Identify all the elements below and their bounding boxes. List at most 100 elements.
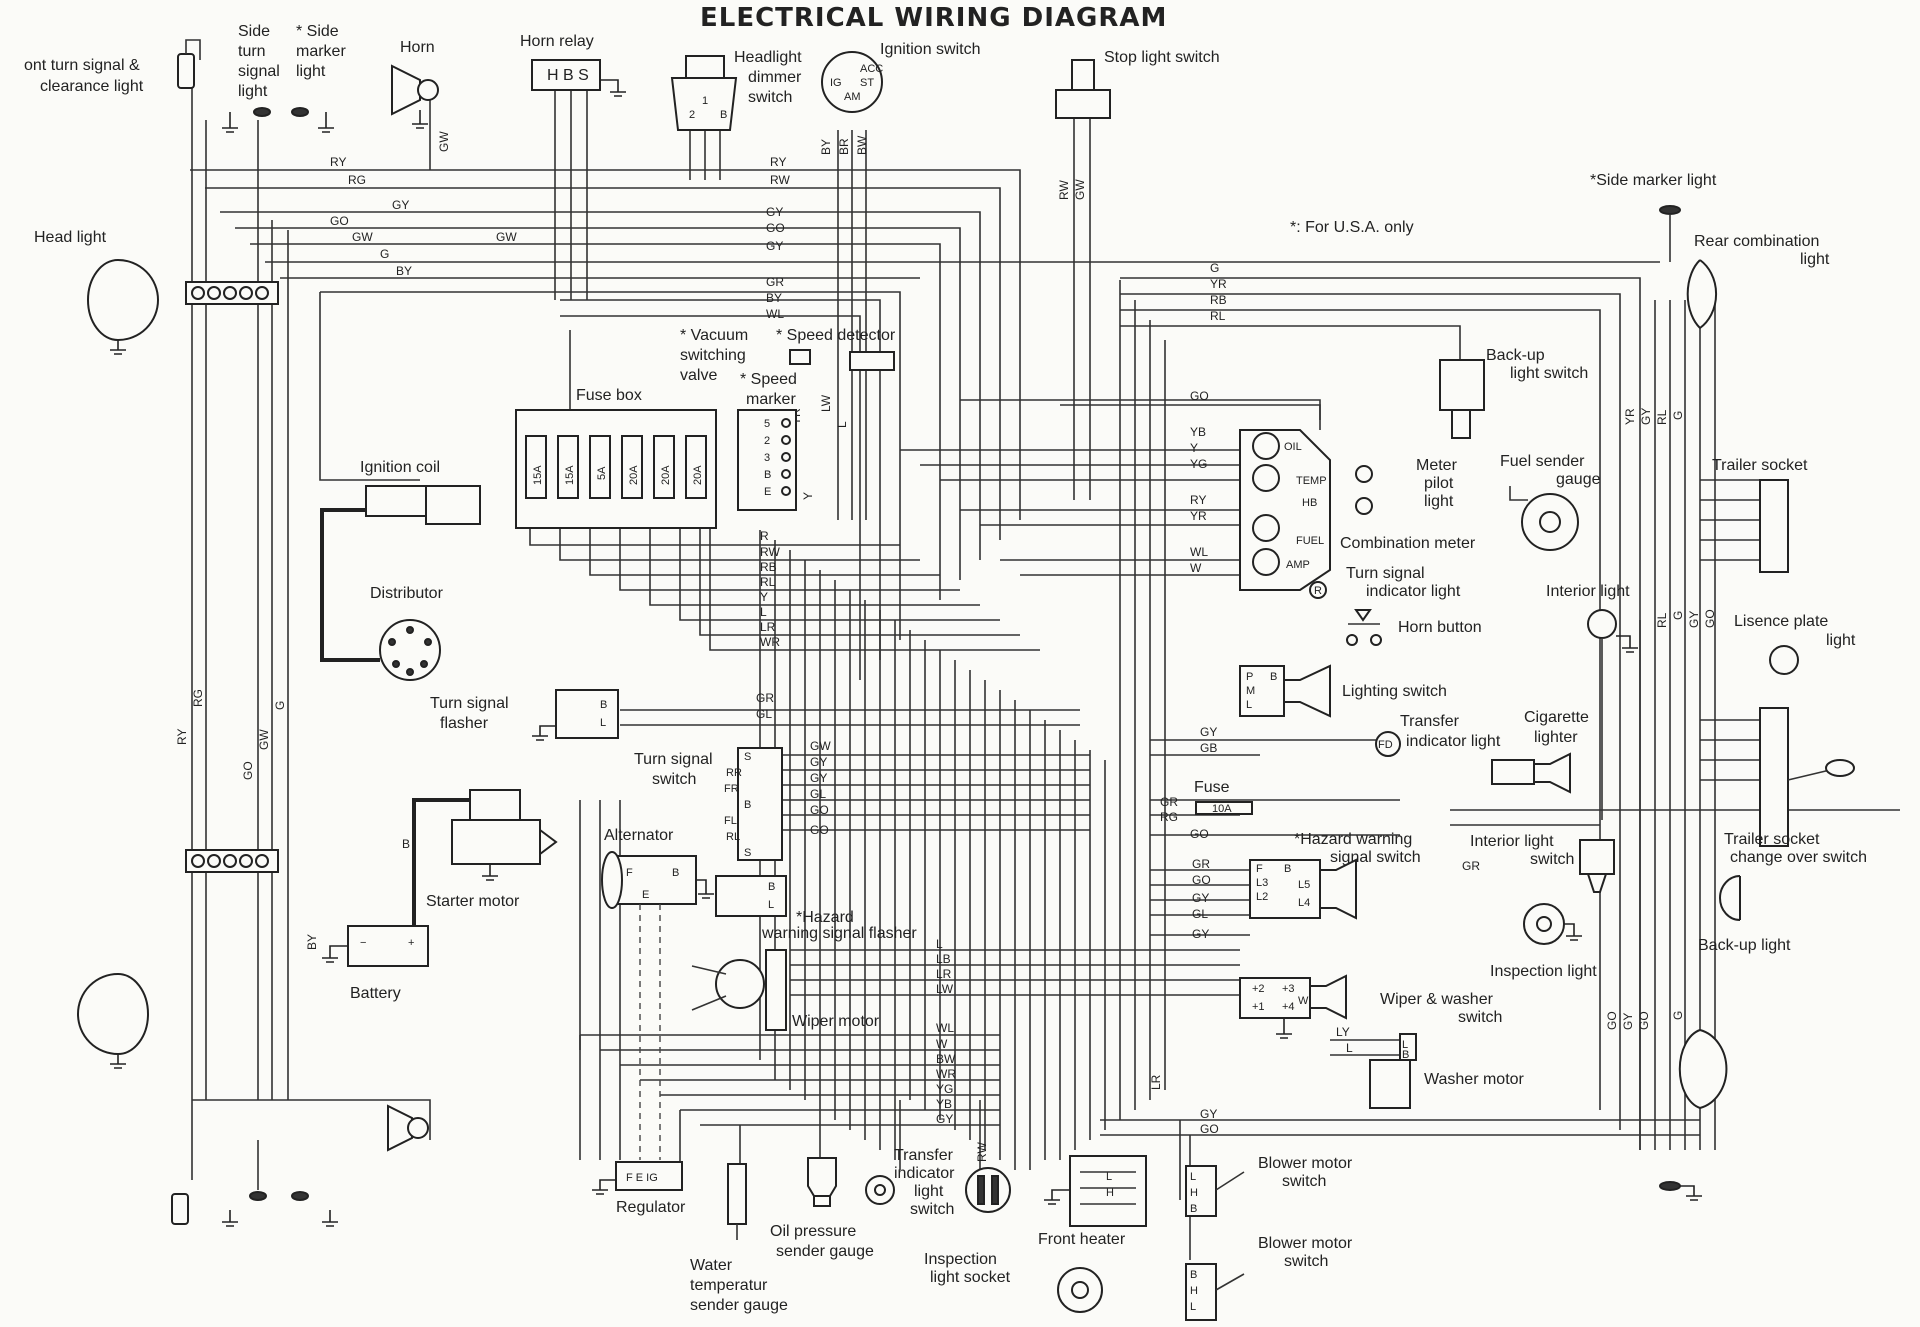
wire-label: GR: [766, 275, 784, 289]
svg-text:Washer motor: Washer motor: [1424, 1071, 1525, 1088]
wire-label: RG: [348, 173, 366, 187]
battery: − + Battery: [322, 925, 429, 1002]
license-plate-light: Lisence plate light: [1734, 613, 1856, 675]
svg-text:*Hazard: *Hazard: [796, 909, 854, 926]
svg-text:Fuel sender: Fuel sender: [1500, 453, 1585, 470]
svg-text:* Speed detector: * Speed detector: [776, 327, 896, 344]
side-marker-light-front: * Side marker light: [291, 23, 346, 133]
wire-label: YR: [1210, 277, 1227, 291]
wire-label: G: [1671, 611, 1685, 620]
wire-label: GY: [1192, 927, 1209, 941]
wire-label: WL: [766, 307, 784, 321]
wire-label: WL: [1190, 545, 1208, 559]
cigarette-lighter: Cigarette lighter: [1491, 709, 1589, 794]
hazard-warning-signal-flasher: B L *Hazard warning signal flasher: [715, 875, 917, 942]
wire-label: L: [1346, 1041, 1353, 1055]
svg-text:E: E: [642, 889, 649, 901]
svg-text:Distributor: Distributor: [370, 585, 444, 602]
alternator: Alternator F E B: [601, 827, 714, 1160]
svg-text:L: L: [768, 899, 774, 911]
wire-label: RW: [770, 173, 790, 187]
svg-text:light: light: [238, 83, 268, 100]
svg-text:F E IG: F E IG: [626, 1172, 658, 1184]
wire-label: LR: [760, 620, 776, 634]
svg-text:sender gauge: sender gauge: [690, 1297, 788, 1314]
wire-label: YR: [1623, 408, 1637, 425]
wire-label: GL: [756, 707, 772, 721]
svg-text:S: S: [744, 847, 751, 859]
transfer-indicator-light: FD Transfer indicator light: [1375, 713, 1501, 757]
svg-text:+4: +4: [1282, 1001, 1295, 1013]
svg-text:flasher: flasher: [440, 715, 489, 732]
head-light-rear: [77, 973, 149, 1069]
svg-text:dimmer: dimmer: [748, 69, 802, 86]
svg-text:Oil pressure: Oil pressure: [770, 1223, 856, 1240]
svg-text:FR: FR: [724, 783, 739, 795]
headlight-dimmer-switch: 1 2 B Headlight dimmer switch: [670, 49, 802, 131]
wire-label: GR: [1160, 795, 1178, 809]
wire-label: GO: [1637, 1011, 1651, 1030]
wire-label: RB: [1210, 293, 1227, 307]
wire-label: BY: [819, 139, 833, 155]
svg-text:Turn signal: Turn signal: [1346, 565, 1425, 582]
svg-text:Inspection light: Inspection light: [1490, 963, 1597, 980]
wire-label: RW: [975, 1142, 989, 1162]
svg-text:L4: L4: [1298, 897, 1310, 909]
wire-label: GB: [1200, 741, 1217, 755]
svg-text:B: B: [768, 881, 775, 893]
svg-text:B: B: [600, 699, 607, 711]
wire-label: GY: [1687, 611, 1701, 628]
rear-combination-light-lower: [1659, 1029, 1728, 1201]
svg-text:pilot: pilot: [1424, 475, 1454, 492]
wire-label: YB: [1190, 425, 1206, 439]
svg-text:Side: Side: [238, 23, 270, 40]
wire-label: GL: [810, 787, 826, 801]
wire-label: R: [760, 529, 769, 543]
wire-label: GY: [766, 239, 783, 253]
svg-text:F: F: [626, 867, 633, 879]
svg-text:Meter: Meter: [1416, 457, 1458, 474]
svg-text:L2: L2: [1256, 891, 1268, 903]
svg-text:5: 5: [764, 418, 770, 430]
backup-light-switch: Back-up light switch: [1439, 347, 1588, 439]
svg-text:E: E: [764, 486, 771, 498]
wire-label: GW: [257, 729, 271, 750]
svg-text:B: B: [764, 469, 771, 481]
wire-label: BW: [936, 1052, 956, 1066]
svg-text:RR: RR: [726, 767, 742, 779]
svg-text:lighter: lighter: [1534, 729, 1578, 746]
transfer-indicator-switch: Transfer indicator light switch: [865, 1147, 955, 1218]
svg-text:Headlight: Headlight: [734, 49, 802, 66]
svg-text:sender gauge: sender gauge: [776, 1243, 874, 1260]
wire-label: BR: [837, 138, 851, 155]
wire-label: GO: [810, 823, 829, 837]
speed-detector: * Speed detector: [776, 327, 896, 371]
svg-text:* Vacuum: * Vacuum: [680, 327, 748, 344]
svg-text:Cigarette: Cigarette: [1524, 709, 1589, 726]
svg-text:indicator light: indicator light: [1366, 583, 1461, 600]
svg-text:*Hazard warning: *Hazard warning: [1294, 831, 1412, 848]
svg-text:B: B: [1270, 671, 1277, 683]
svg-text:switch: switch: [1530, 851, 1574, 868]
svg-text:Horn button: Horn button: [1398, 619, 1482, 636]
svg-text:1: 1: [702, 95, 708, 107]
front-turn-signal-light: ont turn signal & clearance light: [24, 39, 201, 95]
svg-text:switch: switch: [1282, 1173, 1326, 1190]
svg-text:Rear combination: Rear combination: [1694, 233, 1819, 250]
wire-label: RY: [1190, 493, 1206, 507]
svg-text:light: light: [1826, 632, 1856, 649]
wire-label: GY: [766, 205, 783, 219]
svg-text:change over switch: change over switch: [1730, 849, 1867, 866]
svg-text:Back-up light: Back-up light: [1698, 937, 1791, 954]
svg-text:+1: +1: [1252, 1001, 1265, 1013]
svg-text:Regulator: Regulator: [616, 1199, 686, 1216]
connector-block-bottom: [185, 849, 279, 873]
horn-relay-terminals: H B S: [547, 67, 589, 84]
ignition-coil: Ignition coil: [320, 459, 481, 662]
vacuum-switching-valve: * Vacuum switching valve: [680, 327, 811, 384]
svg-text:Water: Water: [690, 1257, 733, 1274]
svg-text:Lighting switch: Lighting switch: [1342, 683, 1447, 700]
wire-label: GL: [1192, 907, 1208, 921]
meter-pilot-light: Meter pilot light: [1355, 457, 1458, 515]
